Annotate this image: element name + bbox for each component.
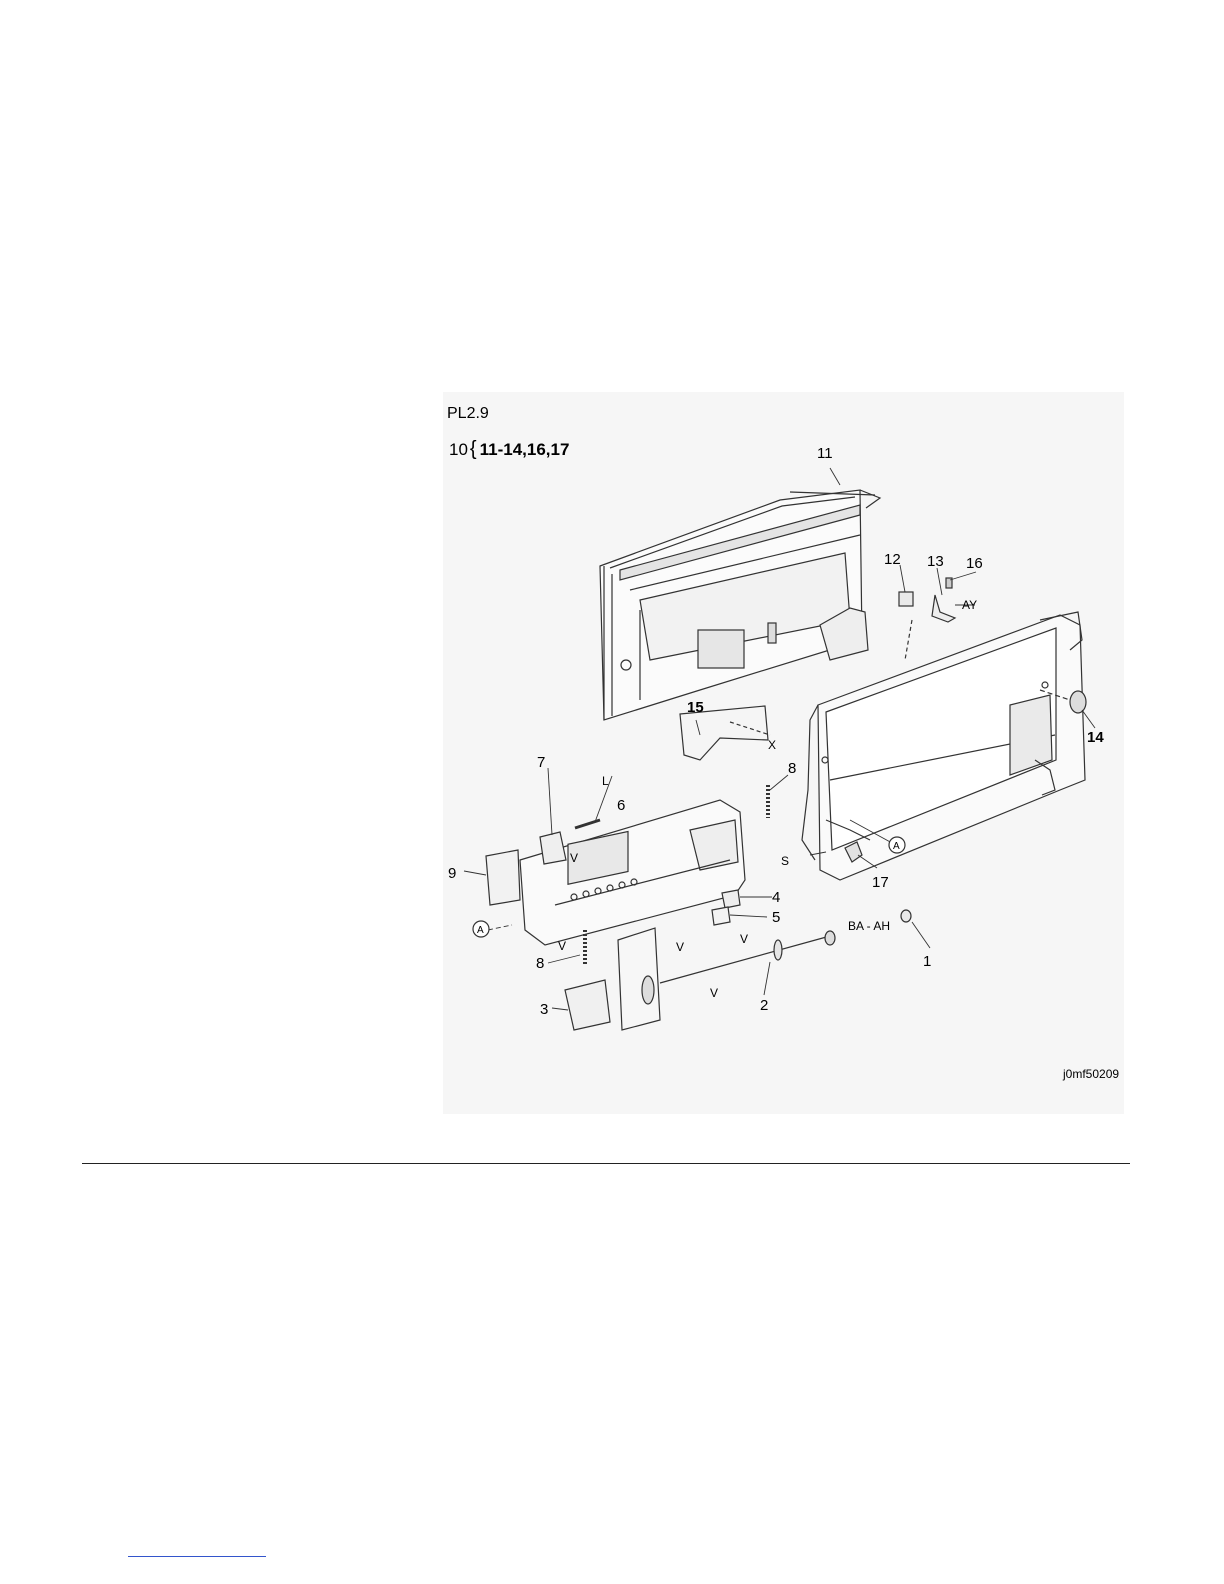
callout-16: 16 bbox=[966, 555, 983, 572]
callout-2: 2 bbox=[760, 997, 768, 1014]
callout-15: 15 bbox=[687, 699, 704, 716]
figure-code: j0mf50209 bbox=[1063, 1067, 1119, 1081]
ref-a-left-label: A bbox=[477, 925, 484, 936]
ref-a-right-label: A bbox=[893, 841, 900, 852]
top-cover-part-11 bbox=[600, 490, 880, 720]
footer-link-underline[interactable] bbox=[128, 1556, 266, 1557]
callout-8-bottom: 8 bbox=[536, 955, 544, 972]
code-v4: V bbox=[676, 940, 684, 954]
code-v2: V bbox=[740, 932, 748, 946]
assembly-members: 11-14,16,17 bbox=[480, 440, 570, 459]
bracket-part-9 bbox=[486, 850, 520, 905]
callout-11: 11 bbox=[817, 445, 833, 462]
small-parts-12-13-16 bbox=[899, 578, 955, 660]
callout-17: 17 bbox=[872, 874, 889, 891]
code-v1: V bbox=[570, 851, 578, 865]
callout-3: 3 bbox=[540, 1001, 548, 1018]
code-x: X bbox=[768, 738, 776, 752]
callout-1: 1 bbox=[923, 953, 931, 970]
plate-id: PL2.9 bbox=[447, 405, 489, 423]
code-ba-ah: BA - AH bbox=[848, 919, 890, 933]
code-v3: V bbox=[558, 939, 566, 953]
parts-figure: 11 12 13 16 AY 14 15 X 8 7 L 6 V 9 S 17 … bbox=[443, 392, 1124, 1114]
callout-7: 7 bbox=[537, 754, 545, 771]
horizontal-divider bbox=[82, 1163, 1130, 1164]
callout-6: 6 bbox=[617, 797, 625, 814]
callout-14: 14 bbox=[1087, 729, 1104, 746]
assembly-group: 10{11-14,16,17 bbox=[449, 438, 569, 461]
side-plate-and-part-3 bbox=[565, 928, 660, 1030]
callout-13: 13 bbox=[927, 553, 944, 570]
code-l: L bbox=[602, 774, 609, 788]
callout-8-top: 8 bbox=[788, 760, 796, 777]
code-s: S bbox=[781, 854, 789, 868]
brace-glyph: { bbox=[470, 438, 477, 460]
callout-4: 4 bbox=[772, 889, 780, 906]
callout-5: 5 bbox=[772, 909, 780, 926]
code-ay: AY bbox=[962, 598, 977, 612]
exploded-parts-diagram: 11 12 13 16 AY 14 15 X 8 7 L 6 V 9 S 17 … bbox=[443, 392, 1124, 1114]
code-v5: V bbox=[710, 986, 718, 1000]
callout-9: 9 bbox=[448, 865, 456, 882]
callout-12: 12 bbox=[884, 551, 901, 568]
assembly-number: 10 bbox=[449, 440, 468, 459]
front-frame-plate bbox=[520, 800, 745, 945]
